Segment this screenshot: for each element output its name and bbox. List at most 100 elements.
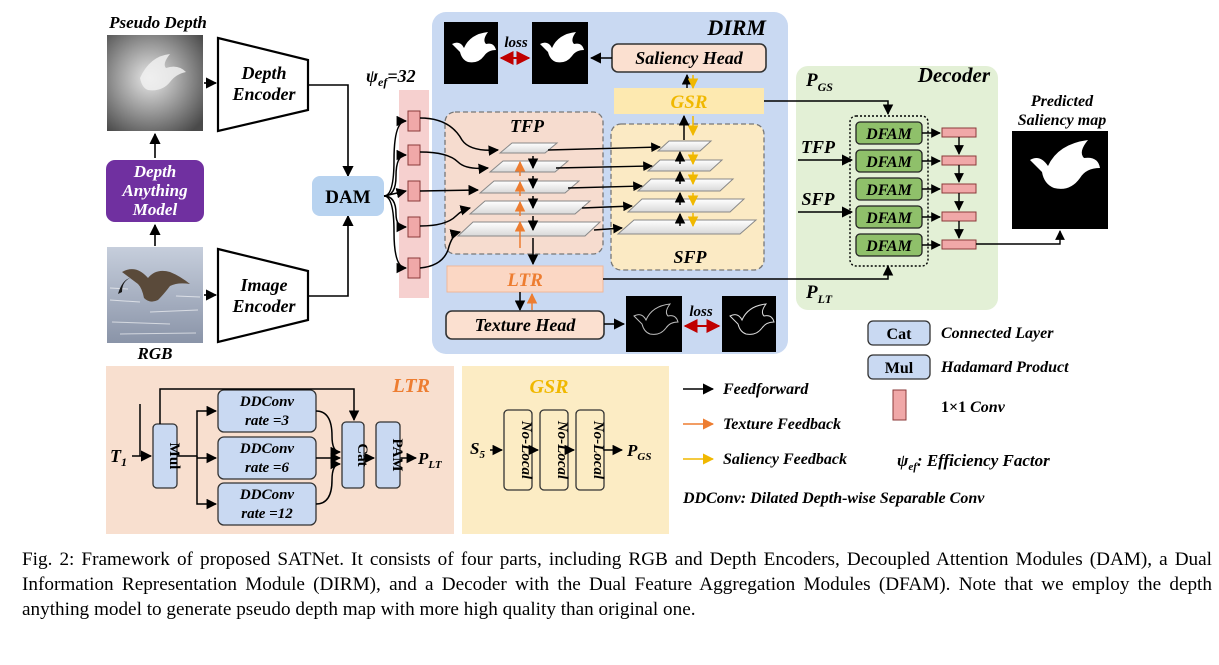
legend-saliency-text: Saliency Feedback [723, 451, 847, 468]
dam-box [312, 176, 384, 216]
gsr-box [614, 88, 764, 114]
tfp-label: TFP [510, 116, 545, 136]
gsr-label: GSR [671, 92, 708, 113]
s5-label: S5 [470, 439, 485, 461]
arrow-ltr-to-decoder [603, 264, 894, 280]
texture-pred-image [626, 296, 682, 352]
pam-box [375, 421, 401, 489]
texture-gt-edges [729, 303, 775, 335]
legend-mul-box-label: Mul [885, 360, 914, 377]
legend-mul-box [867, 354, 931, 380]
tfp-vertical-arrows [514, 156, 539, 266]
texture-pred-edges [633, 303, 679, 335]
cat-box [341, 421, 365, 489]
framework-diagram: Pseudo Depth Depth Anything Model RGB De… [106, 12, 1108, 534]
decoder-arrows [922, 128, 1065, 250]
saliency-head-label: Saliency Head [635, 48, 743, 68]
rgb-goose-shape [122, 269, 190, 302]
depth-anything-model-box [106, 160, 204, 222]
ddconv-1-line1: DDConv [239, 394, 295, 410]
t1-label: T1 [110, 446, 127, 469]
image-encoder-line1: Image [240, 275, 288, 295]
conv-to-tfp-arrows [419, 117, 500, 269]
dam-label: DAM [325, 187, 370, 208]
gsr-panel-title: GSR [530, 376, 569, 398]
rgb-water-ripples [109, 287, 201, 335]
image-encoder [216, 247, 310, 344]
conv-column-blocks [407, 110, 421, 279]
image-encoder-line2: Encoder [232, 296, 297, 316]
rgb-goose-neck [118, 278, 130, 294]
cat-label: Cat [354, 443, 370, 466]
legend-cat-box [867, 320, 931, 346]
legend-cat-box-label: Cat [887, 326, 913, 343]
p-gs-label: PGS [805, 70, 833, 94]
sfp-vertical-arrows [674, 114, 699, 228]
ltr-label: LTR [506, 270, 543, 291]
depth-encoder-line2: Encoder [232, 84, 297, 104]
ltr-panel-title: LTR [392, 375, 430, 397]
predicted-label-line2: Saliency map [1018, 112, 1106, 129]
ltr-box [446, 265, 604, 293]
texture-loss-label: loss [689, 304, 713, 320]
arrow-gsr-to-decoder [764, 100, 894, 116]
ddconv-3-line2: rate =12 [241, 506, 293, 522]
legend-texture-text: Texture Feedback [723, 416, 841, 433]
texture-head-label: Texture Head [475, 315, 577, 335]
predicted-saliency-bird [1030, 140, 1100, 189]
depth-anything-line2: Anything [121, 181, 188, 200]
psi-ef-label: ψef=32 [366, 66, 416, 89]
nolocal-label-2: No-Local [554, 420, 570, 480]
ddconv-2-line1: DDConv [239, 441, 295, 457]
dfam-label-2: DFAM [865, 154, 912, 171]
legend-cat-text: Connected Layer [941, 325, 1054, 342]
p-lt-label: PLT [805, 282, 833, 306]
saliency-pred-bird [540, 32, 584, 63]
ddconv-2-line2: rate =6 [245, 460, 289, 476]
legend-ddconv-text: DDConv: Dilated Depth-wise Separable Con… [682, 490, 985, 507]
ltr-panel-arrows [139, 388, 418, 510]
legend-feedforward-text: Feedforward [722, 381, 809, 398]
predicted-label-line1: Predicted [1030, 93, 1094, 110]
saliency-loss-label: loss [504, 35, 528, 51]
sfp-input-label: SFP [801, 189, 835, 209]
dfam-label-5: DFAM [865, 238, 912, 255]
p-lt-output-label: PLT [417, 449, 443, 471]
dam-fanout-arrows [383, 115, 408, 274]
dirm-title: DIRM [706, 15, 767, 40]
rgb-label: RGB [137, 344, 173, 363]
depth-encoder-line1: Depth [241, 63, 287, 83]
legend-conv-block [892, 389, 907, 421]
dfam-label-3: DFAM [865, 182, 912, 199]
arrow-depth-encoder-to-dam [308, 84, 354, 178]
legend-mul-text: Hadamard Product [940, 359, 1069, 376]
nolocal-boxes [503, 409, 605, 491]
ddconv-boxes [217, 389, 317, 526]
legend-conv-text: 1×1 Conv [941, 399, 1006, 416]
pseudo-depth-bird-shape [140, 54, 186, 91]
decoder-title: Decoder [917, 63, 991, 87]
depth-encoder [216, 36, 310, 133]
tfp-input-label: TFP [801, 137, 836, 157]
texture-gt-image [722, 296, 776, 352]
depth-anything-line1: Depth [133, 162, 177, 181]
ddconv-1-line2: rate =3 [245, 413, 289, 429]
texture-head-box [445, 310, 605, 340]
dfam-label-4: DFAM [865, 210, 912, 227]
dfam-label-1: DFAM [865, 126, 912, 143]
legend-psi-text: ψef: Efficiency Factor [897, 451, 1050, 473]
nolocal-label-3: No-Local [590, 420, 606, 480]
depth-anything-line3: Model [132, 200, 178, 219]
nolocal-label-1: No-Local [518, 420, 534, 480]
arrow-image-encoder-to-dam [308, 214, 354, 297]
sfp-label: SFP [673, 247, 707, 267]
tfp-to-sfp-arrows [547, 142, 661, 234]
figure-caption: Fig. 2: Framework of proposed SATNet. It… [22, 549, 1212, 620]
saliency-gt-bird [452, 32, 496, 63]
pseudo-depth-label: Pseudo Depth [108, 13, 207, 32]
pam-label: PAM [389, 438, 405, 471]
dfam-blocks [855, 121, 923, 257]
sfp-pyramid [616, 140, 758, 235]
p-gs-output-label: PGS [626, 441, 651, 463]
ddconv-3-line1: DDConv [239, 487, 295, 503]
